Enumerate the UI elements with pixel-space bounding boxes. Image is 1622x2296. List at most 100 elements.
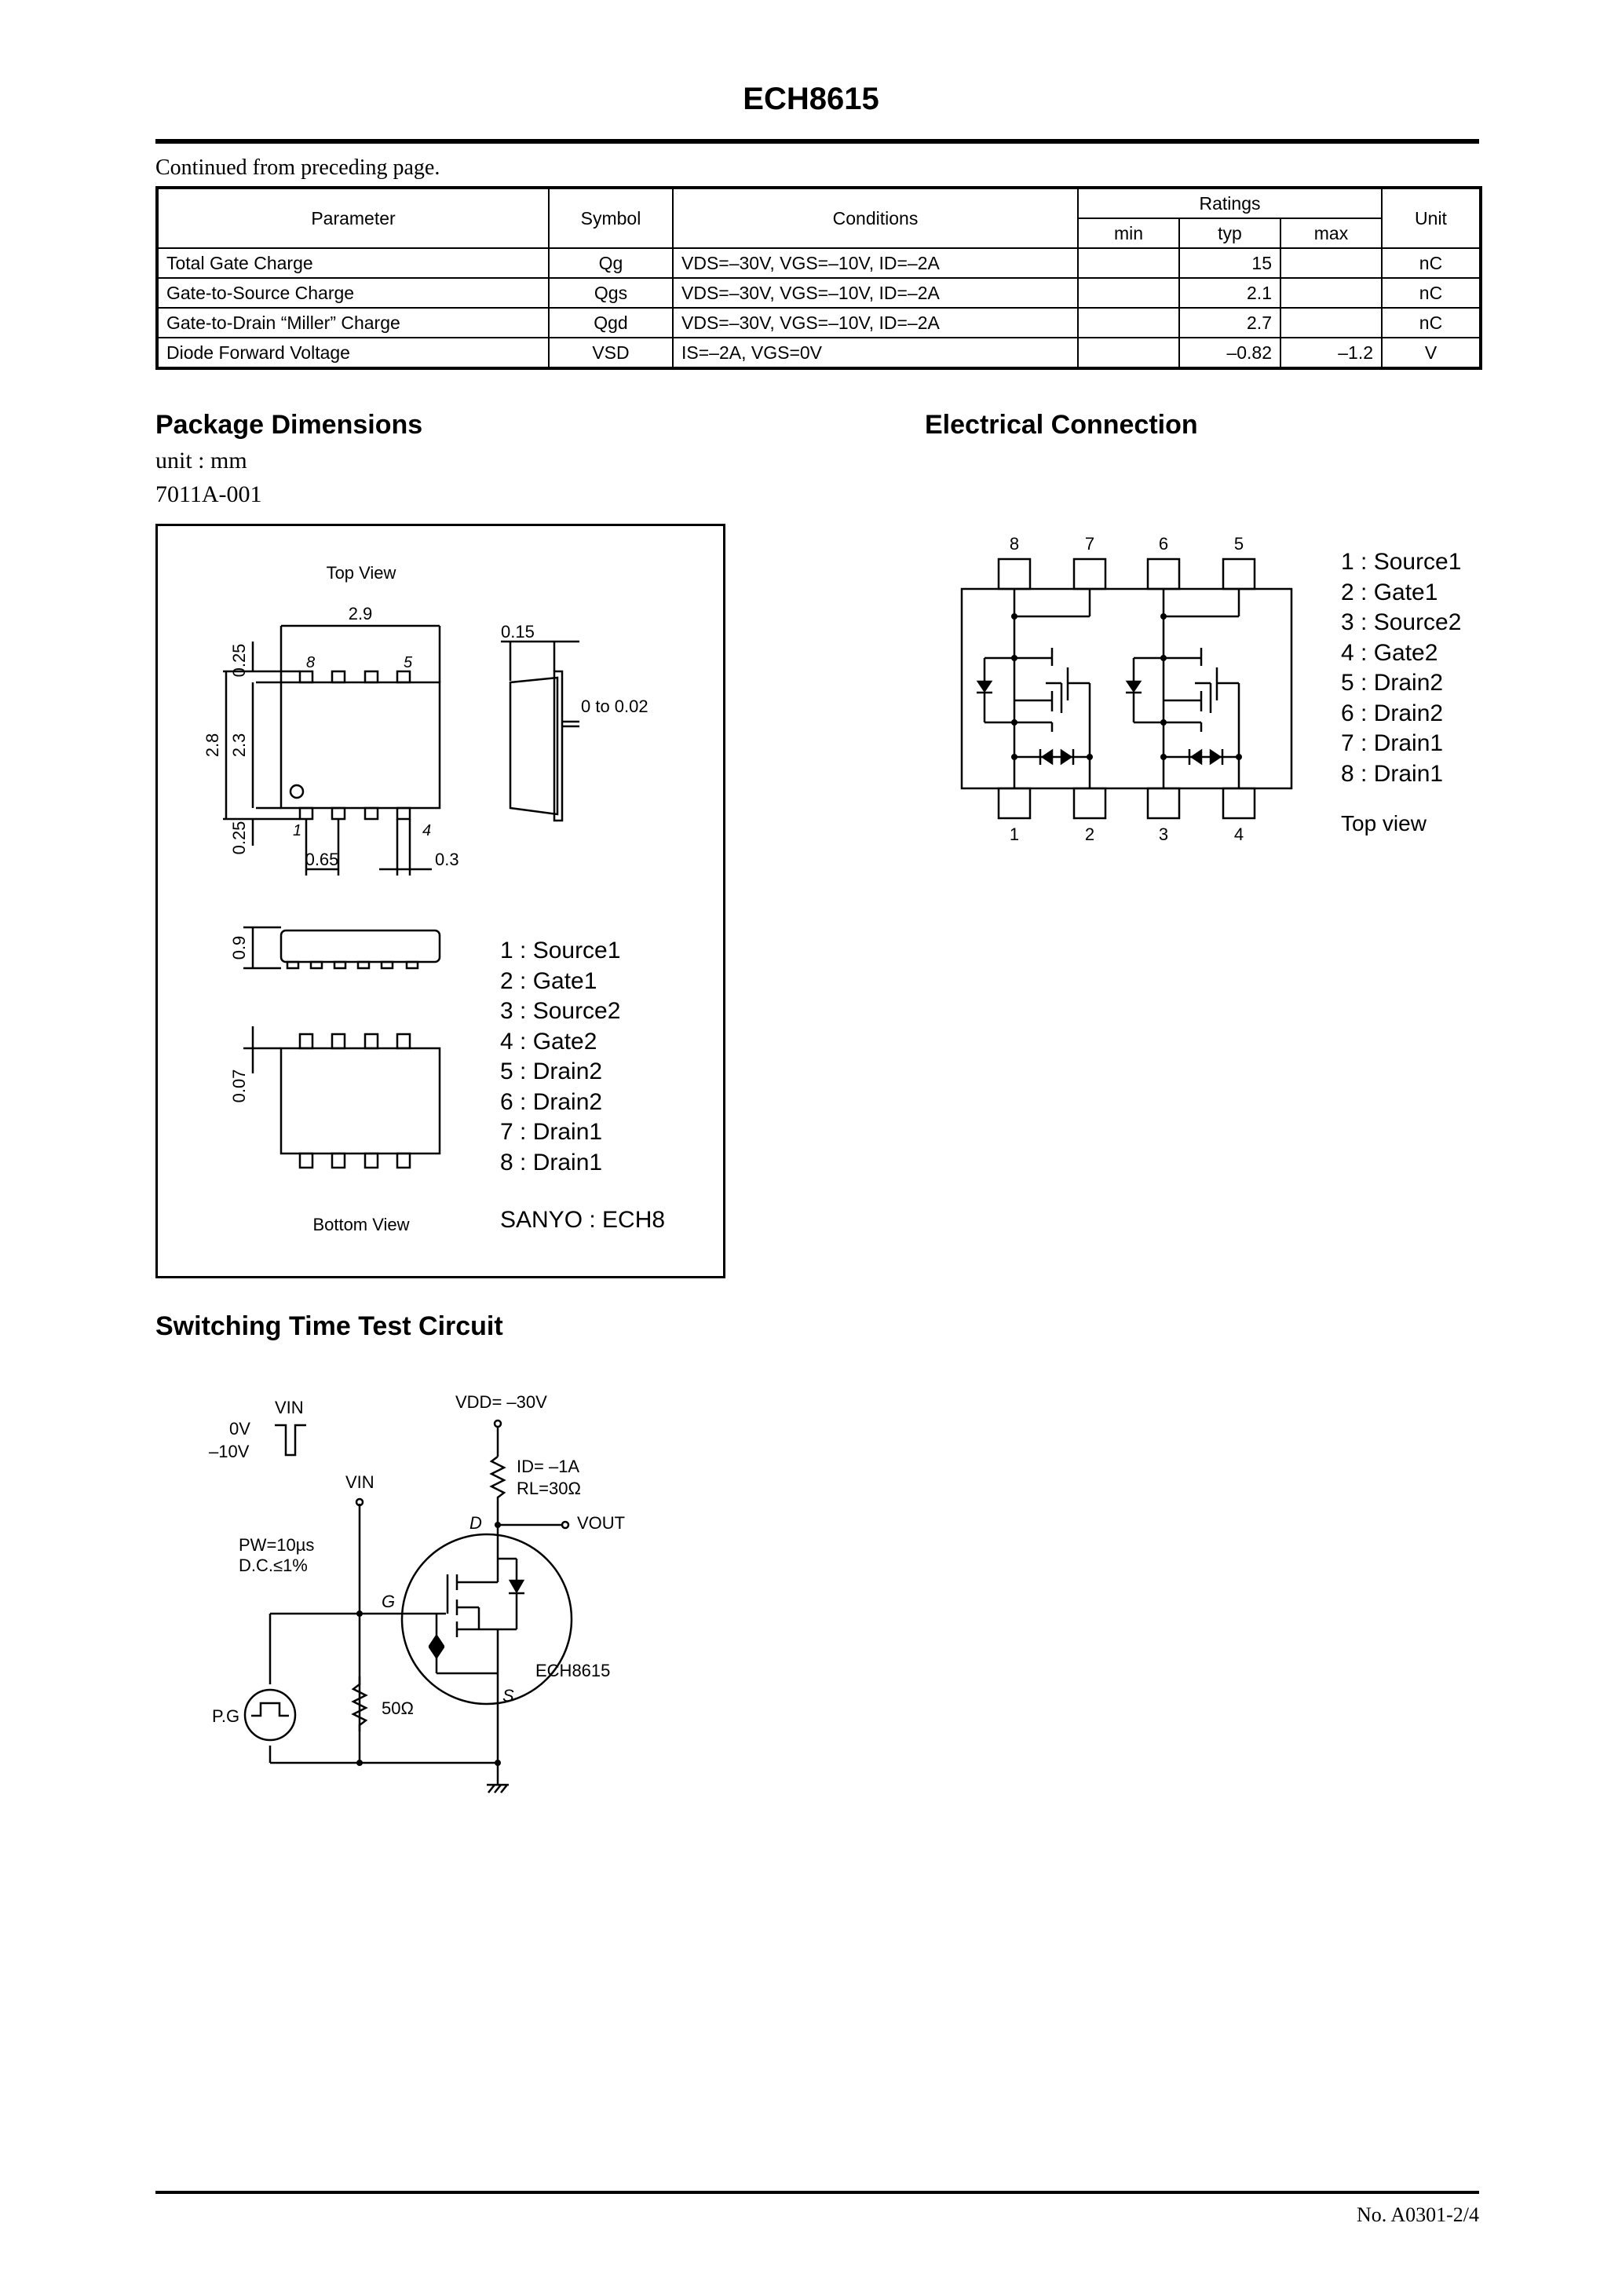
top-rule [155, 139, 1479, 144]
cell-unit: V [1381, 337, 1482, 370]
dim-pitch: 0.65 [305, 850, 339, 869]
pin-item: 7 : Drain1 [1341, 730, 1444, 756]
table-row: Gate-to-Source Charge Qgs VDS=–30V, VGS=… [155, 277, 1482, 309]
package-heading: Package Dimensions [155, 410, 423, 440]
cell-min [1077, 277, 1180, 309]
header-max: max [1280, 218, 1383, 249]
cell-conditions: VDS=–30V, VGS=–10V, ID=–2A [672, 277, 1079, 309]
top-view-label: Top View [327, 563, 396, 583]
bottom-pin-label: 3 [1159, 824, 1168, 844]
top-pin-label: 7 [1085, 534, 1094, 554]
package-drawing-frame [155, 524, 725, 1278]
package-pin-list: 1 : Source1 2 : Gate1 3 : Source2 4 : Ga… [500, 936, 620, 1178]
cell-symbol: Qg [548, 247, 674, 279]
top-view-note: Top view [1341, 811, 1427, 835]
dim-lead-top: 0.25 [229, 644, 249, 678]
bottom-rule [155, 2191, 1479, 2194]
bottom-pin-label: 4 [1234, 824, 1244, 844]
electrical-pin-list: 1 : Source1 2 : Gate1 3 : Source2 4 : Ga… [1341, 547, 1461, 789]
label-pg: P.G [212, 1706, 239, 1726]
dim-bottom-thickness: 0.07 [229, 1069, 249, 1103]
pin-item: 1 : Source1 [1341, 549, 1462, 575]
cell-symbol: VSD [548, 337, 674, 370]
label-50ohm: 50Ω [382, 1698, 414, 1718]
label-vdd: VDD= –30V [455, 1392, 547, 1412]
switching-heading: Switching Time Test Circuit [155, 1311, 503, 1341]
pin-item: 5 : Drain2 [500, 1058, 603, 1084]
label-device: ECH8615 [535, 1661, 610, 1680]
dim-height-total: 2.8 [203, 733, 222, 758]
pin-item: 5 : Drain2 [1341, 670, 1444, 696]
package-unit: unit : mm [155, 448, 247, 473]
cell-unit: nC [1381, 307, 1482, 338]
bottom-pin-label: 1 [1010, 824, 1019, 844]
cell-conditions: IS=–2A, VGS=0V [672, 337, 1079, 370]
package-drawing: Top View 2.9 0.25 2.8 2.3 0.25 8 5 1 4 0… [203, 563, 648, 1234]
cell-conditions: VDS=–30V, VGS=–10V, ID=–2A [672, 247, 1079, 279]
pin-item: 4 : Gate2 [1341, 639, 1438, 666]
pin-item: 2 : Gate1 [500, 967, 597, 994]
label-pw: PW=10µs [239, 1535, 314, 1555]
top-pin-label: 6 [1159, 534, 1168, 554]
table-row: Diode Forward Voltage VSD IS=–2A, VGS=0V… [155, 337, 1482, 370]
label-vin-pulse: VIN [275, 1398, 304, 1417]
label-id: ID= –1A [517, 1457, 579, 1476]
spec-table: Parameter Symbol Conditions Ratings Unit… [155, 186, 1482, 370]
cell-symbol: Qgs [548, 277, 674, 309]
label-rl: RL=30Ω [517, 1479, 581, 1498]
dim-standoff: 0 to 0.02 [581, 696, 648, 716]
pin-item: 6 : Drain2 [1341, 700, 1444, 726]
top-pin-label: 8 [1010, 534, 1019, 554]
header-conditions: Conditions [672, 186, 1079, 249]
pin-item: 7 : Drain1 [500, 1119, 603, 1145]
cell-symbol: Qgd [548, 307, 674, 338]
cell-min [1077, 307, 1180, 338]
dim-lead-width: 0.3 [435, 850, 459, 869]
bottom-pin-label: 2 [1085, 824, 1094, 844]
cell-max [1280, 247, 1383, 279]
package-code: 7011A-001 [155, 481, 262, 507]
footer-doc-number: No. A0301-2/4 [1357, 2203, 1479, 2226]
header-typ: typ [1178, 218, 1281, 249]
pin-label-5: 5 [404, 654, 413, 671]
pin-item: 2 : Gate1 [1341, 579, 1438, 605]
cell-typ: –0.82 [1178, 337, 1281, 370]
cell-max: –1.2 [1280, 337, 1383, 370]
pin-label-1: 1 [293, 822, 301, 839]
label-g: G [382, 1592, 395, 1611]
page-title: ECH8615 [743, 82, 879, 116]
cell-parameter: Diode Forward Voltage [155, 337, 550, 370]
dim-body-thickness: 0.9 [229, 936, 249, 960]
pin-item: 4 : Gate2 [500, 1028, 597, 1055]
header-symbol: Symbol [548, 186, 674, 249]
dim-lead-bottom: 0.25 [229, 821, 249, 855]
cell-unit: nC [1381, 247, 1482, 279]
cell-max [1280, 307, 1383, 338]
header-unit: Unit [1381, 186, 1482, 249]
label-minus10v: –10V [209, 1442, 250, 1461]
electrical-heading: Electrical Connection [925, 410, 1198, 440]
header-ratings: Ratings [1077, 186, 1383, 219]
label-d: D [469, 1513, 482, 1533]
cell-typ: 15 [1178, 247, 1281, 279]
cell-min [1077, 247, 1180, 279]
label-vin: VIN [345, 1472, 374, 1492]
dim-height-body: 2.3 [229, 733, 249, 758]
cell-parameter: Total Gate Charge [155, 247, 550, 279]
cell-parameter: Gate-to-Source Charge [155, 277, 550, 309]
bottom-view-label: Bottom View [312, 1215, 409, 1234]
cell-unit: nC [1381, 277, 1482, 309]
pin-item: 8 : Drain1 [1341, 760, 1444, 787]
pin-label-8: 8 [306, 654, 315, 671]
pin-item: 3 : Source2 [1341, 609, 1462, 635]
table-row: Total Gate Charge Qg VDS=–30V, VGS=–10V,… [155, 247, 1482, 279]
cell-min [1077, 337, 1180, 370]
pin-label-4: 4 [422, 822, 431, 839]
cell-typ: 2.1 [1178, 277, 1281, 309]
label-dc: D.C.≤1% [239, 1556, 308, 1575]
label-s: S [502, 1686, 514, 1706]
pin-item: 8 : Drain1 [500, 1149, 603, 1175]
label-0v: 0V [229, 1419, 250, 1439]
switching-test-circuit: VIN 0V –10V VIN VDD= –30V ID= –1A RL=30Ω… [209, 1392, 625, 1793]
electrical-connection-diagram: 8 7 6 5 1 2 3 4 [960, 534, 1293, 844]
